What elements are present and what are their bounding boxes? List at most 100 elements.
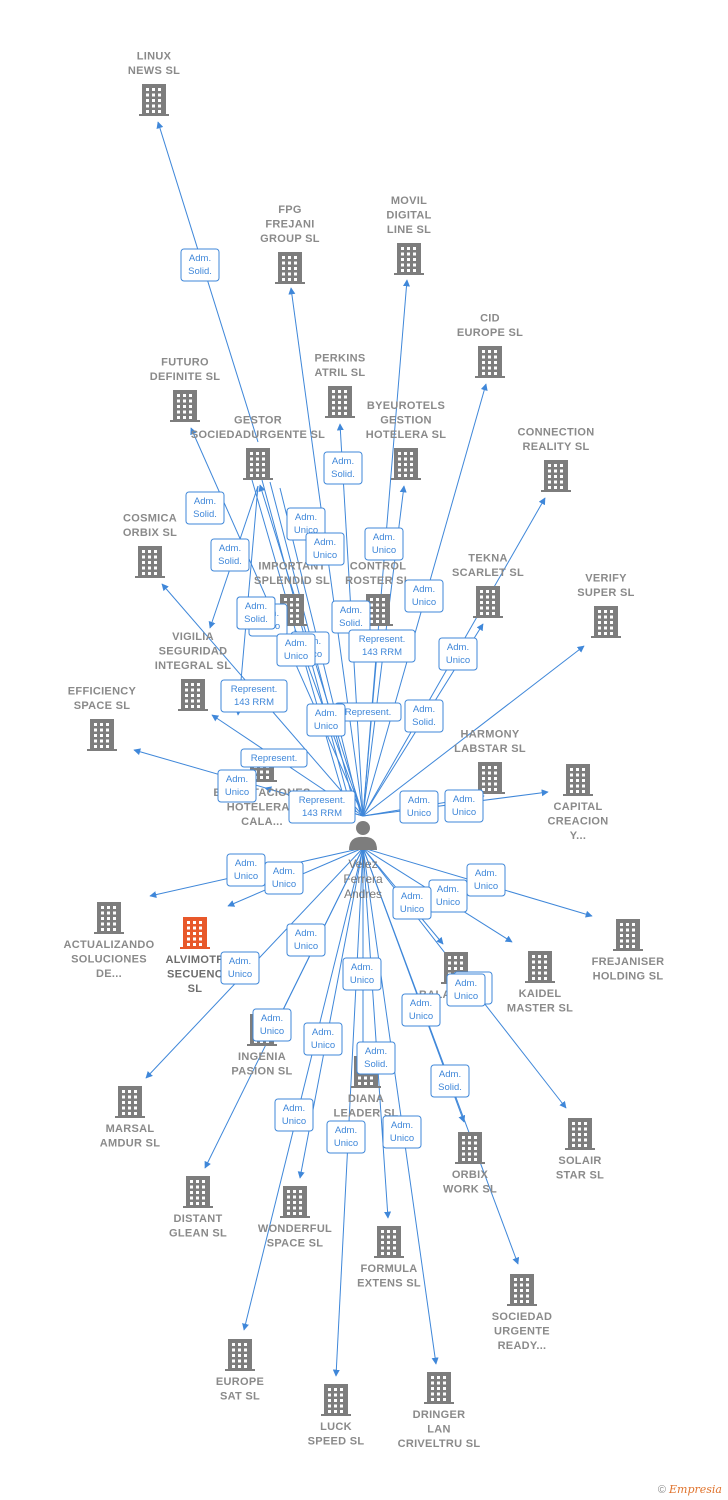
role-badge[interactable]: Adm.Unico [264, 861, 304, 895]
company-label: ORBIX SL [123, 527, 177, 539]
role-badge[interactable]: Represent. [334, 702, 402, 722]
role-badge[interactable]: Adm.Unico [286, 507, 326, 541]
role-badge[interactable]: Adm.Unico [342, 957, 382, 991]
badge-text: Solid. [364, 1059, 388, 1070]
role-badge[interactable]: Represent.143 RRM [220, 679, 288, 713]
company-label: ATRIL SL [315, 367, 366, 379]
role-badge[interactable]: Adm.Solid. [356, 1041, 396, 1075]
company-label: PERKINS [315, 353, 366, 365]
role-badge[interactable]: Adm.Unico [428, 879, 468, 913]
company-label: LEADER SL [333, 1108, 398, 1120]
company-label: SECUENC [167, 969, 223, 981]
badge-text: Unico [225, 787, 249, 798]
company-label: BYEUROTELS [367, 400, 445, 412]
company-node-actualizando[interactable]: ACTUALIZANDOSOLUCIONESDE... [64, 902, 155, 980]
company-node-sociedad[interactable]: SOCIEDADURGENTEREADY... [492, 1274, 552, 1352]
company-label: VERIFY [585, 573, 627, 585]
role-badge[interactable]: Adm.Solid. [210, 538, 250, 572]
building-icon [613, 919, 643, 951]
role-badge[interactable]: Adm.Unico [466, 863, 506, 897]
badge-text: Unico [409, 1011, 433, 1022]
building-icon [325, 386, 355, 418]
role-badge[interactable]: Adm.Unico [226, 853, 266, 887]
company-node-capital[interactable]: CAPITALCREACIONY... [547, 764, 608, 842]
company-label: WONDERFUL [258, 1223, 332, 1235]
badge-text: Adm. [273, 866, 295, 877]
role-badge[interactable]: Adm.Unico [438, 637, 478, 671]
brand-logo[interactable]: Empresia [669, 1483, 722, 1496]
role-badge[interactable]: Adm.Unico [401, 993, 441, 1027]
role-badge[interactable]: Adm.Solid. [236, 596, 276, 630]
role-badge[interactable]: Adm.Unico [364, 527, 404, 561]
role-badge[interactable]: Adm.Unico [220, 951, 260, 985]
building-icon [391, 448, 421, 480]
role-badge[interactable]: Adm.Unico [306, 703, 346, 737]
role-badge[interactable]: Adm.Unico [404, 579, 444, 613]
role-badge[interactable]: Adm.Unico [276, 633, 316, 667]
role-badge[interactable]: Adm.Unico [446, 973, 486, 1007]
role-badge[interactable]: Adm.Unico [305, 532, 345, 566]
building-icon [135, 546, 165, 578]
badge-text: Unico [284, 651, 308, 662]
role-badge[interactable]: Adm.Unico [399, 790, 439, 824]
role-badge[interactable]: Adm.Unico [286, 923, 326, 957]
role-badge[interactable]: Adm.Unico [217, 769, 257, 803]
company-label: FORMULA [360, 1263, 417, 1275]
company-label: DIANA [348, 1093, 384, 1105]
role-badge[interactable]: Adm.Solid. [323, 451, 363, 485]
company-label: ACTUALIZANDO [64, 939, 155, 951]
role-badge[interactable]: Adm.Unico [274, 1098, 314, 1132]
building-icon [475, 762, 505, 794]
company-label: LAN [427, 1424, 451, 1436]
role-badge[interactable]: Represent.143 RRM [348, 629, 416, 663]
company-node-perkins[interactable]: PERKINS ATRIL SL [315, 353, 366, 419]
role-badge[interactable]: Adm.Solid. [331, 600, 371, 634]
role-badge[interactable]: Adm.Unico [252, 1008, 292, 1042]
company-label: DRINGER [413, 1409, 466, 1421]
role-badge[interactable]: Represent. [240, 748, 308, 768]
building-icon [180, 917, 210, 949]
role-badge[interactable]: Adm.Solid. [185, 491, 225, 525]
role-badge[interactable]: Adm.Unico [382, 1115, 422, 1149]
role-badge[interactable]: Adm.Unico [326, 1120, 366, 1154]
role-badge[interactable]: Adm.Unico [392, 886, 432, 920]
company-label: ORBIX [452, 1169, 489, 1181]
role-badge[interactable]: Adm.Unico [303, 1022, 343, 1056]
badge-text: Adm. [391, 1120, 413, 1131]
building-icon [394, 243, 424, 275]
company-label: GESTOR [234, 415, 282, 427]
role-badge[interactable]: Adm.Solid. [430, 1064, 470, 1098]
role-badge[interactable]: Adm.Unico [444, 789, 484, 823]
role-badge[interactable]: Adm.Solid. [180, 248, 220, 282]
role-badge[interactable]: Adm.Solid. [404, 699, 444, 733]
role-badge[interactable]: Represent.143 RRM [288, 790, 356, 824]
